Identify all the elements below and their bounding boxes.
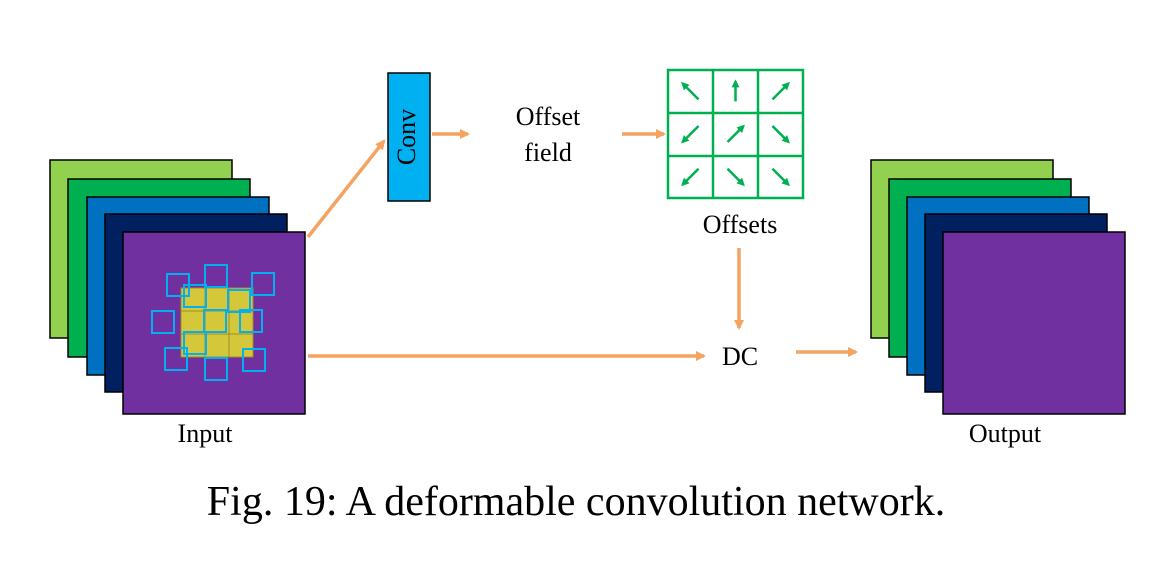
offset-arrow-se3 [771,167,790,187]
sample-square [151,310,175,334]
input-feature-stack [49,159,306,415]
offset-arrow-nw [681,81,700,101]
conv-label: Conv [392,109,421,165]
output-label: Output [969,419,1042,448]
sample-square [227,289,251,313]
sample-square [204,264,228,288]
offset-field-label-line1: Offset [516,102,581,131]
sample-square [203,309,227,333]
flow-arrows [306,129,858,361]
offsets-label: Offsets [703,210,778,239]
offset-arrow-sw2 [681,167,700,187]
sample-square [183,284,207,308]
dc-label: DC [722,342,758,371]
arrow-input-to-conv [306,139,386,239]
offset-field-label-line2: field [524,138,572,167]
deformed-sampling-points [151,264,275,381]
output-layer-front [942,231,1126,415]
output-feature-stack [870,159,1126,415]
offset-arrows [681,79,790,187]
input-label: Input [178,419,234,448]
conv-block [387,72,431,202]
offset-arrow-se [771,125,790,144]
sample-square [183,331,207,355]
offset-arrow-ne [771,81,790,101]
offsets-grid [666,68,805,200]
figure-caption: Fig. 19: A deformable convolution networ… [206,479,946,525]
sample-square [251,272,275,296]
sample-square [164,347,188,371]
offset-arrow-sw [681,125,700,144]
sample-square [242,348,266,372]
offset-arrow-ne2 [726,124,745,143]
sample-square [204,357,228,381]
offset-arrow-se2 [726,167,745,187]
regular-sampling-grid [180,287,254,358]
